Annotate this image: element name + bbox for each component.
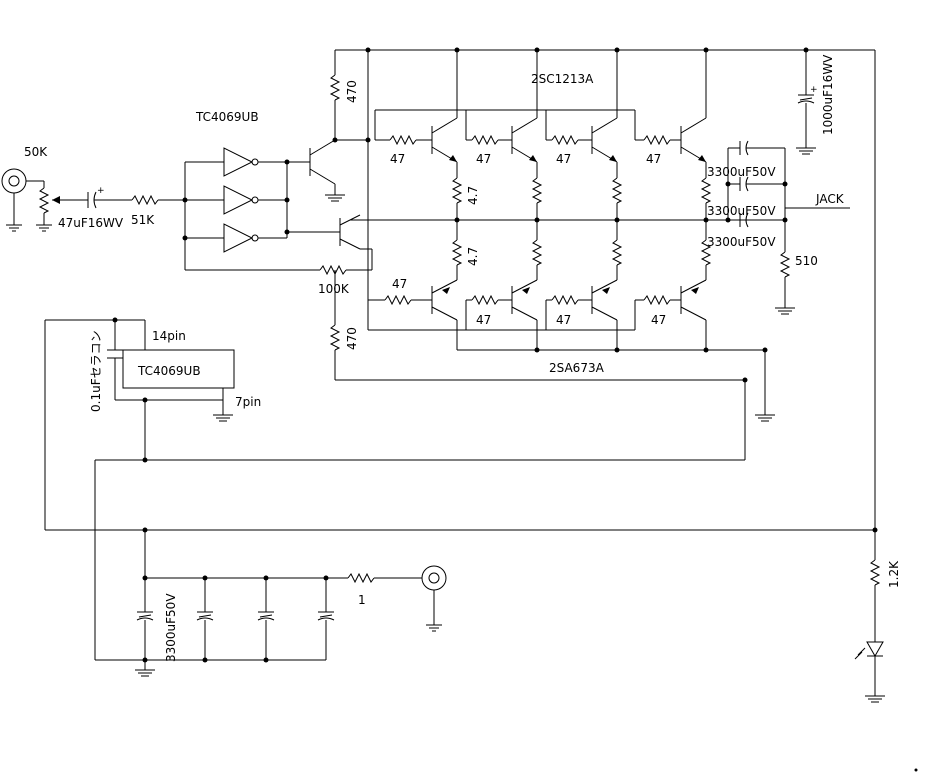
ic-top-label: TC4069UB [195, 110, 259, 124]
r12k-label: 1.2K [887, 560, 901, 588]
svg-text:+: + [97, 186, 105, 196]
npn-part-label: 2SC1213A [531, 72, 594, 86]
r-fb-label: 100K [318, 282, 350, 296]
r47-label-8: 47 [651, 313, 666, 327]
r-4-7a-label: 4.7 [466, 186, 480, 205]
cap-ceramic-label: 0.1uFセラコン [89, 330, 103, 412]
r510-label: 510 [795, 254, 818, 268]
r47-label-5: 47 [392, 277, 407, 291]
r47-label-2: 47 [476, 152, 491, 166]
svg-text:+: + [810, 85, 818, 95]
r-4-7b-label: 4.7 [466, 247, 480, 266]
pot-label: 50K [24, 145, 48, 159]
cap-out2-label: 3300uF50V [707, 204, 776, 218]
r-in-label: 51K [131, 213, 155, 227]
input-section: + [1, 168, 188, 232]
cap-1000uf: + [796, 50, 818, 155]
top-supply-rail [335, 47, 876, 530]
ic-box-label: TC4069UB [137, 364, 201, 378]
pnp-part-label: 2SA673A [549, 361, 605, 375]
cap-out1-label: 3300uF50V [707, 165, 776, 179]
r47-label-7: 47 [556, 313, 571, 327]
pnp-stage [367, 220, 775, 422]
r47-label-1: 47 [390, 152, 405, 166]
output-caps [725, 140, 850, 315]
pin7-label: 7pin [235, 395, 261, 409]
npn-stage [374, 50, 707, 163]
r47-label-6: 47 [476, 313, 491, 327]
driver-transistors [309, 50, 373, 276]
r-bot470-label: 470 [345, 327, 359, 350]
pin14-label: 14pin [152, 329, 186, 343]
cap-out3-label: 3300uF50V [707, 235, 776, 249]
supply-bus [45, 527, 885, 703]
jack-label: JACK [815, 192, 845, 206]
r47-label-4: 47 [646, 152, 661, 166]
emitter-resistors [360, 162, 785, 280]
r47-label-3: 47 [556, 152, 571, 166]
cap-supply-label: 3300uF50V [164, 593, 178, 662]
inverter-gates [182, 147, 340, 271]
cap-in-label: 47uF16WV [58, 216, 124, 230]
r1-label: 1 [358, 593, 366, 607]
resistor-470-top [329, 50, 341, 143]
ic-power-section [44, 317, 746, 660]
cap-big-label: 1000uF16WV [821, 54, 835, 135]
r-top470-label: 470 [345, 80, 359, 103]
